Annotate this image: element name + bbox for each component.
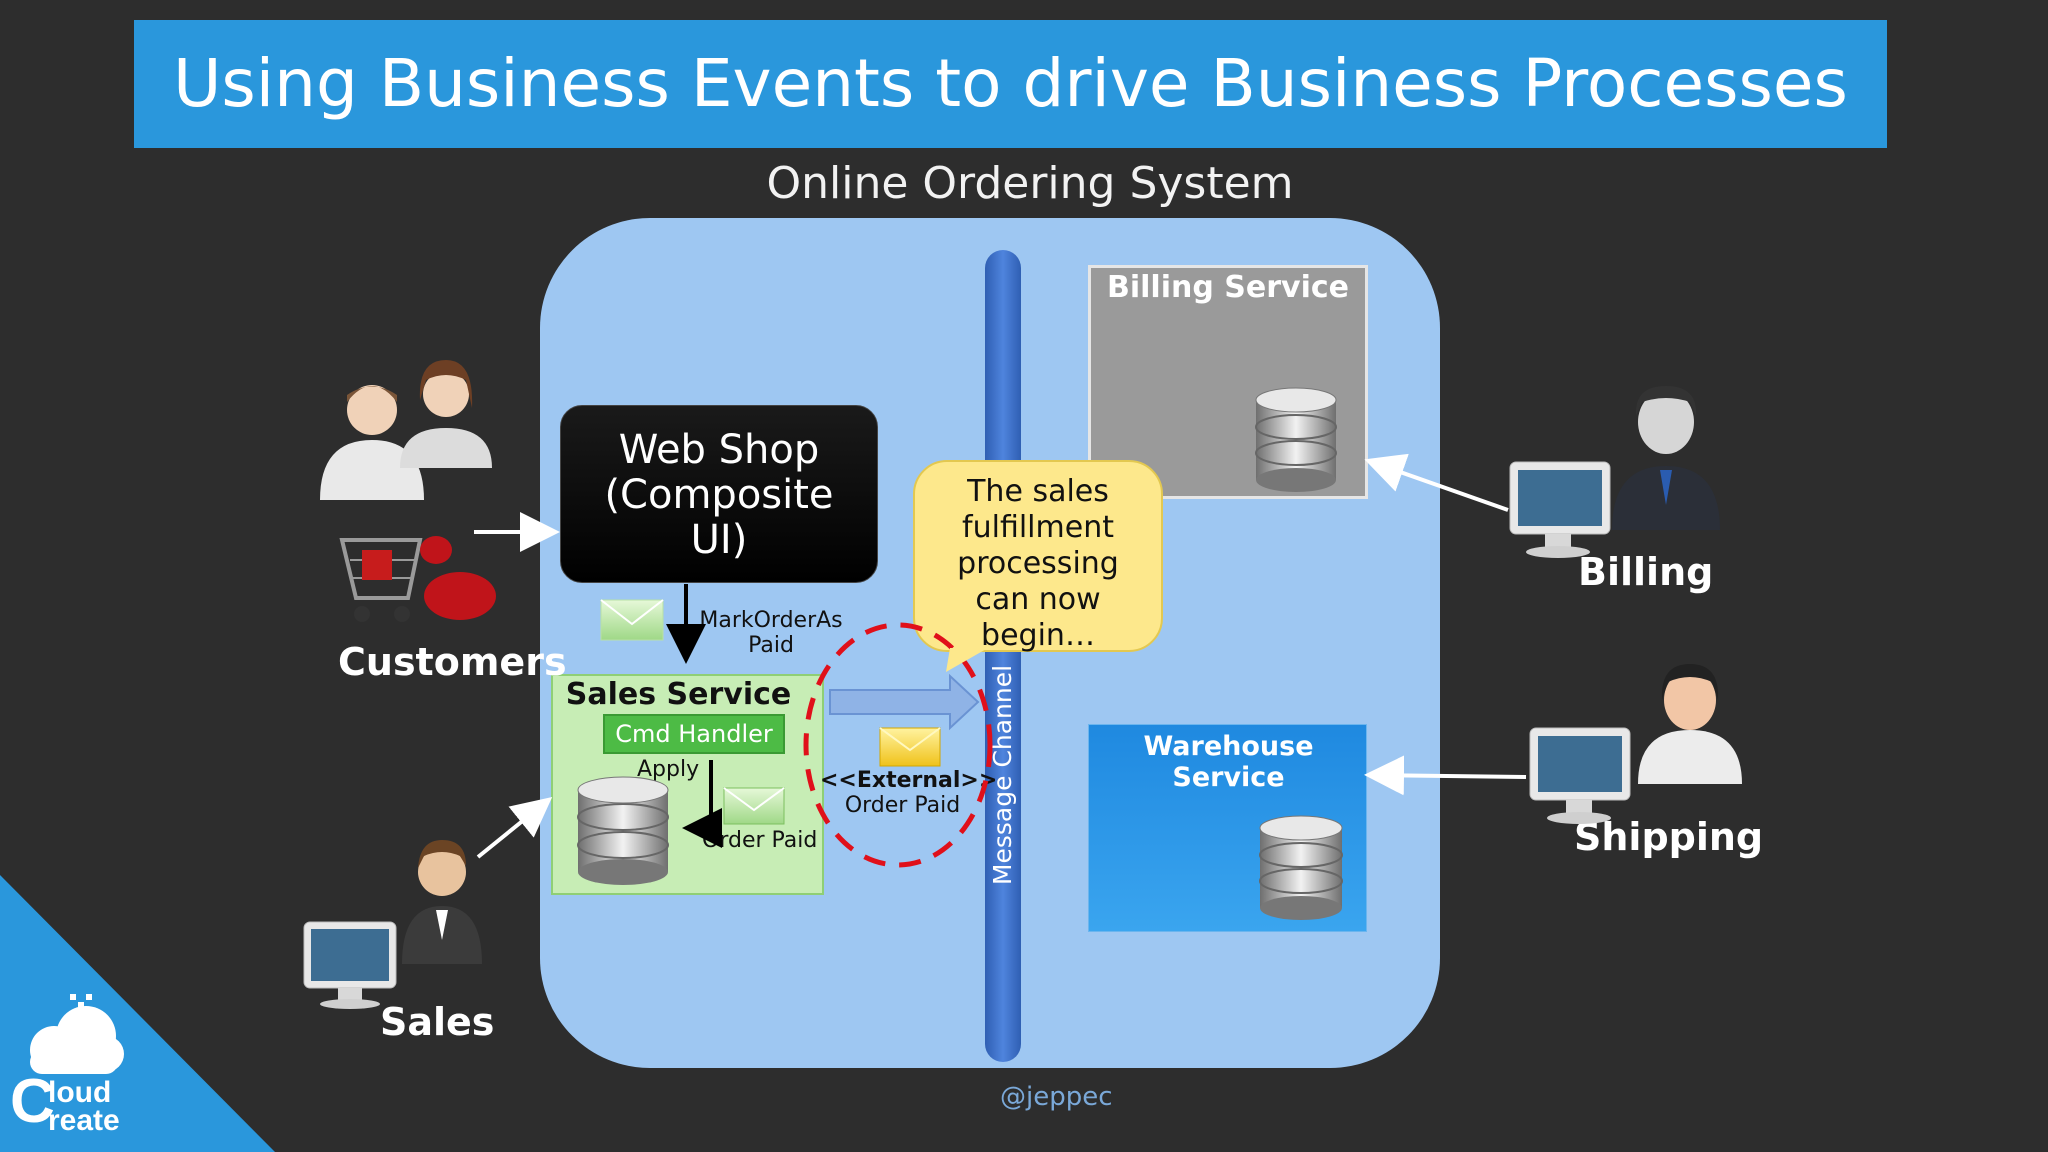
slide-title: Using Business Events to drive Business … bbox=[173, 45, 1848, 122]
external-event-label: <<External>> Order Paid bbox=[820, 768, 998, 818]
mark-order-paid-label: MarkOrderAs Paid bbox=[696, 608, 846, 658]
sales-service-title: Sales Service bbox=[565, 677, 792, 712]
warehouse-service-title: Warehouse Service bbox=[1143, 731, 1314, 793]
web-shop-box: Web Shop (Composite UI) bbox=[560, 405, 878, 583]
logo-corner-triangle bbox=[0, 875, 275, 1152]
shipping-actor-label: Shipping bbox=[1574, 815, 1764, 859]
cloud-logo-icon: C loud reate bbox=[10, 994, 124, 1137]
billing-database-icon bbox=[1255, 387, 1337, 492]
external-event-name: Order Paid bbox=[844, 793, 961, 818]
shipping-user-arrow bbox=[1364, 755, 1527, 796]
web-shop-line: UI) bbox=[690, 517, 748, 563]
external-event-stereotype: <<External>> bbox=[820, 768, 998, 793]
billing-actor-label: Billing bbox=[1578, 550, 1714, 594]
billing-person-icon bbox=[1612, 386, 1720, 530]
svg-text:C: C bbox=[10, 1067, 55, 1136]
sales-user-arrow bbox=[476, 796, 553, 859]
callout-line: can now bbox=[975, 582, 1101, 617]
publish-arrow bbox=[829, 673, 980, 731]
svg-text:loud: loud bbox=[48, 1076, 111, 1109]
customers-label: Customers bbox=[338, 640, 567, 684]
sales-database-icon bbox=[577, 776, 669, 885]
billing-service-title: Billing Service bbox=[1107, 270, 1349, 305]
system-title: Online Ordering System bbox=[766, 158, 1294, 209]
internal-event-envelope-icon bbox=[723, 787, 785, 825]
mark-order-line: MarkOrderAs bbox=[699, 608, 843, 633]
event-highlight-ring bbox=[803, 622, 993, 868]
callout-line: The sales bbox=[967, 474, 1109, 509]
twitter-handle: @jeppec bbox=[1000, 1082, 1113, 1112]
svg-text:reate: reate bbox=[48, 1104, 120, 1137]
command-envelope-icon bbox=[600, 599, 664, 641]
callout-line: begin… bbox=[981, 618, 1095, 653]
shipping-person-icon bbox=[1638, 664, 1742, 784]
message-channel-pipe bbox=[985, 250, 1021, 1062]
event-envelope-icon bbox=[879, 727, 941, 767]
billing-monitor-icon bbox=[1509, 461, 1611, 558]
shopping-cart-icon bbox=[339, 536, 496, 622]
cmd-handler-box: Cmd Handler bbox=[603, 714, 785, 754]
callout-line: fulfillment bbox=[962, 510, 1114, 545]
sales-monitor-icon bbox=[303, 921, 397, 1009]
customers-people-icon bbox=[320, 360, 492, 500]
callout-bubble: The sales fulfillment processing can now… bbox=[913, 460, 1163, 653]
billing-user-arrow bbox=[1364, 453, 1509, 512]
sales-person-icon bbox=[402, 840, 482, 964]
callout-line: processing bbox=[957, 546, 1119, 581]
shipping-monitor-icon bbox=[1529, 727, 1631, 824]
title-bar bbox=[134, 20, 1887, 148]
apply-label: Apply bbox=[637, 757, 700, 782]
web-shop-line: (Composite bbox=[604, 472, 834, 518]
callout-tail bbox=[946, 648, 988, 672]
sales-actor-label: Sales bbox=[380, 1000, 495, 1044]
apply-arrow bbox=[682, 760, 722, 848]
web-shop-line: Web Shop bbox=[618, 427, 820, 473]
mark-order-line: Paid bbox=[748, 633, 794, 658]
warehouse-database-icon bbox=[1259, 815, 1343, 920]
